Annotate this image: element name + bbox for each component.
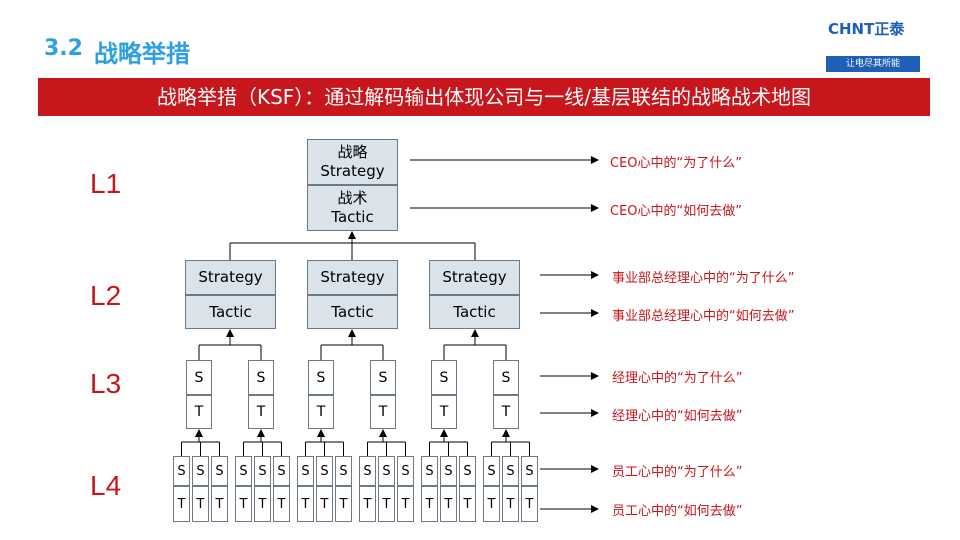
annotation-l2-how: 事业部总经理心中的“如何去做” [612,309,795,324]
logo-brand-text: CHNT正泰 [828,20,905,38]
l4-s-box-1-2: S [192,456,209,486]
level-label-l3: L3 [90,368,122,399]
l4-t-box-5-2: T [440,486,457,522]
l4-t-box-4-2: T [378,486,395,522]
l4-s-box-4-2: S [378,456,395,486]
l4-t-box-2-2: T [254,486,271,522]
logo-top: CHNT正泰 [824,2,922,56]
l4-s-box-2-2: S [254,456,271,486]
level-label-l4: L4 [90,470,122,501]
l4-s-box-6-3: S [521,456,538,486]
banner: 战略举措（KSF）：通过解码输出体现公司与一线/基层联结的战略战术地图 [38,78,930,116]
section-number: 3.2 [44,36,83,61]
l4-t-box-6-3: T [521,486,538,522]
annotation-l4-how: 员工心中的“如何去做” [612,504,743,519]
l3-t-box-6: T [493,395,519,429]
l4-s-box-1-1: S [173,456,190,486]
l4-t-box-3-2: T [316,486,333,522]
l4-s-box-3-2: S [316,456,333,486]
annotation-l3-how: 经理心中的“如何去做” [612,409,743,424]
annotation-l3-why: 经理心中的“为了什么” [612,371,743,386]
l3-s-box-3: S [308,360,334,395]
level-label-l2: L2 [90,280,122,311]
l4-s-box-1-3: S [211,456,228,486]
l4-s-box-2-1: S [235,456,252,486]
l2-tactic-box-3: Tactic [429,295,520,329]
l3-s-box-2: S [248,360,274,395]
l1-strategy-cn: 战略 [337,143,368,161]
l1-strategy-box: 战略 Strategy [307,139,398,185]
level-label-l1: L1 [90,168,122,199]
l3-t-box-4: T [370,395,396,429]
l4-t-box-4-3: T [397,486,414,522]
l1-tactic-box: 战术 Tactic [307,185,398,231]
l4-t-box-1-1: T [173,486,190,522]
l4-t-box-4-1: T [359,486,376,522]
brand-logo: CHNT正泰 让电尽其所能 [824,2,922,74]
l2-strategy-box-3: Strategy [429,260,520,295]
l3-t-box-1: T [186,395,212,429]
l4-t-box-1-2: T [192,486,209,522]
annotation-l1-why: CEO心中的“为了什么” [610,156,742,171]
l3-t-box-3: T [308,395,334,429]
l4-s-box-5-2: S [440,456,457,486]
l4-s-box-4-3: S [397,456,414,486]
l4-s-box-2-3: S [273,456,290,486]
l4-s-box-4-1: S [359,456,376,486]
annotation-l1-how: CEO心中的“如何去做” [610,204,742,219]
l4-t-box-3-3: T [335,486,352,522]
l4-t-box-3-1: T [297,486,314,522]
l4-s-box-6-1: S [483,456,500,486]
l4-s-box-3-3: S [335,456,352,486]
l2-tactic-box-1: Tactic [185,295,276,329]
l4-s-box-6-2: S [502,456,519,486]
l4-t-box-5-3: T [459,486,476,522]
l4-t-box-6-1: T [483,486,500,522]
l3-s-box-1: S [186,360,212,395]
l3-t-box-5: T [431,395,457,429]
l4-t-box-5-1: T [421,486,438,522]
l3-s-box-6: S [493,360,519,395]
l2-tactic-box-2: Tactic [307,295,398,329]
annotation-l2-why: 事业部总经理心中的“为了什么” [612,271,795,286]
l3-s-box-5: S [431,360,457,395]
logo-slogan: 让电尽其所能 [826,56,920,72]
l2-strategy-box-1: Strategy [185,260,276,295]
l3-t-box-2: T [248,395,274,429]
l4-s-box-5-3: S [459,456,476,486]
l1-strategy-en: Strategy [320,162,385,180]
section-title: 战略举措 [94,40,190,68]
l1-tactic-cn: 战术 [337,189,368,207]
l3-s-box-4: S [370,360,396,395]
l4-t-box-6-2: T [502,486,519,522]
l4-s-box-5-1: S [421,456,438,486]
l2-strategy-box-2: Strategy [307,260,398,295]
l4-t-box-2-3: T [273,486,290,522]
annotation-l4-why: 员工心中的“为了什么” [612,465,743,480]
l4-t-box-1-3: T [211,486,228,522]
l4-t-box-2-1: T [235,486,252,522]
l4-s-box-3-1: S [297,456,314,486]
l1-tactic-en: Tactic [331,208,374,226]
